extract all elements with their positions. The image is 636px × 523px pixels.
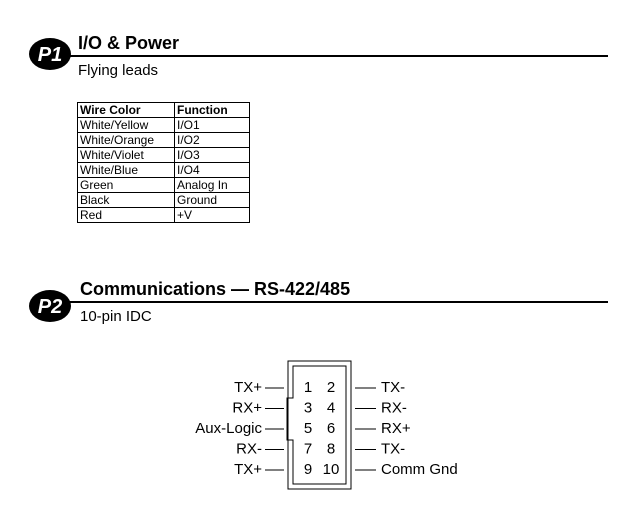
left-pin-number: 1	[304, 379, 312, 396]
function-cell: I/O4	[174, 162, 250, 178]
left-signal-label: RX-	[236, 440, 262, 457]
left-pin-number: 7	[304, 440, 312, 457]
connector-outer-outline	[287, 360, 352, 490]
p1-title-rule	[64, 55, 608, 57]
p2-section-title: Communications — RS-422/485	[80, 279, 351, 299]
right-pin-number: 8	[327, 440, 335, 457]
table-row: Red +V	[77, 207, 250, 223]
left-signal-label: TX+	[234, 379, 262, 396]
p1-subtitle: Flying leads	[78, 62, 159, 79]
table-row: Green Analog In	[77, 177, 250, 193]
right-pin-number: 6	[327, 420, 335, 437]
table-header-wire-color: Wire Color	[77, 102, 175, 118]
left-pin-number: 5	[304, 420, 312, 437]
table-row: White/Orange I/O2	[77, 132, 250, 148]
left-signal-label: RX+	[232, 399, 262, 416]
function-cell: I/O3	[174, 147, 250, 163]
p1-section-title: I/O & Power	[78, 33, 180, 53]
wire-color-cell: White/Yellow	[77, 117, 175, 133]
right-signal-label: Comm Gnd	[381, 461, 458, 478]
wire-color-table: Wire Color Function White/Yellow I/O1 Wh…	[77, 102, 250, 223]
wire-color-cell: White/Violet	[77, 147, 175, 163]
p1-badge: P1	[29, 38, 71, 70]
left-pin-number: 3	[304, 399, 312, 416]
table-row: Black Ground	[77, 192, 250, 208]
left-signal-label: TX+	[234, 461, 262, 478]
p1-badge-label: P1	[38, 44, 62, 66]
right-signal-label: TX-	[381, 379, 405, 396]
left-signal-label: Aux-Logic	[195, 420, 262, 437]
right-pin-number: 4	[327, 399, 335, 416]
wire-color-cell: Red	[77, 207, 175, 223]
p2-badge: P2	[29, 290, 71, 322]
table-row: White/Violet I/O3	[77, 147, 250, 163]
right-signal-label: RX-	[381, 399, 407, 416]
connector-inner-outline-keyed	[286, 365, 347, 485]
p2-badge-label: P2	[38, 296, 62, 318]
right-pin-number: 10	[323, 461, 340, 478]
function-cell: Ground	[174, 192, 250, 208]
left-pin-number: 9	[304, 461, 312, 478]
right-signal-label: TX-	[381, 440, 405, 457]
p2-subtitle: 10-pin IDC	[80, 308, 152, 325]
p2-title-rule	[64, 301, 608, 303]
right-signal-label: RX+	[381, 420, 411, 437]
function-cell: +V	[174, 207, 250, 223]
right-pin-number: 2	[327, 379, 335, 396]
